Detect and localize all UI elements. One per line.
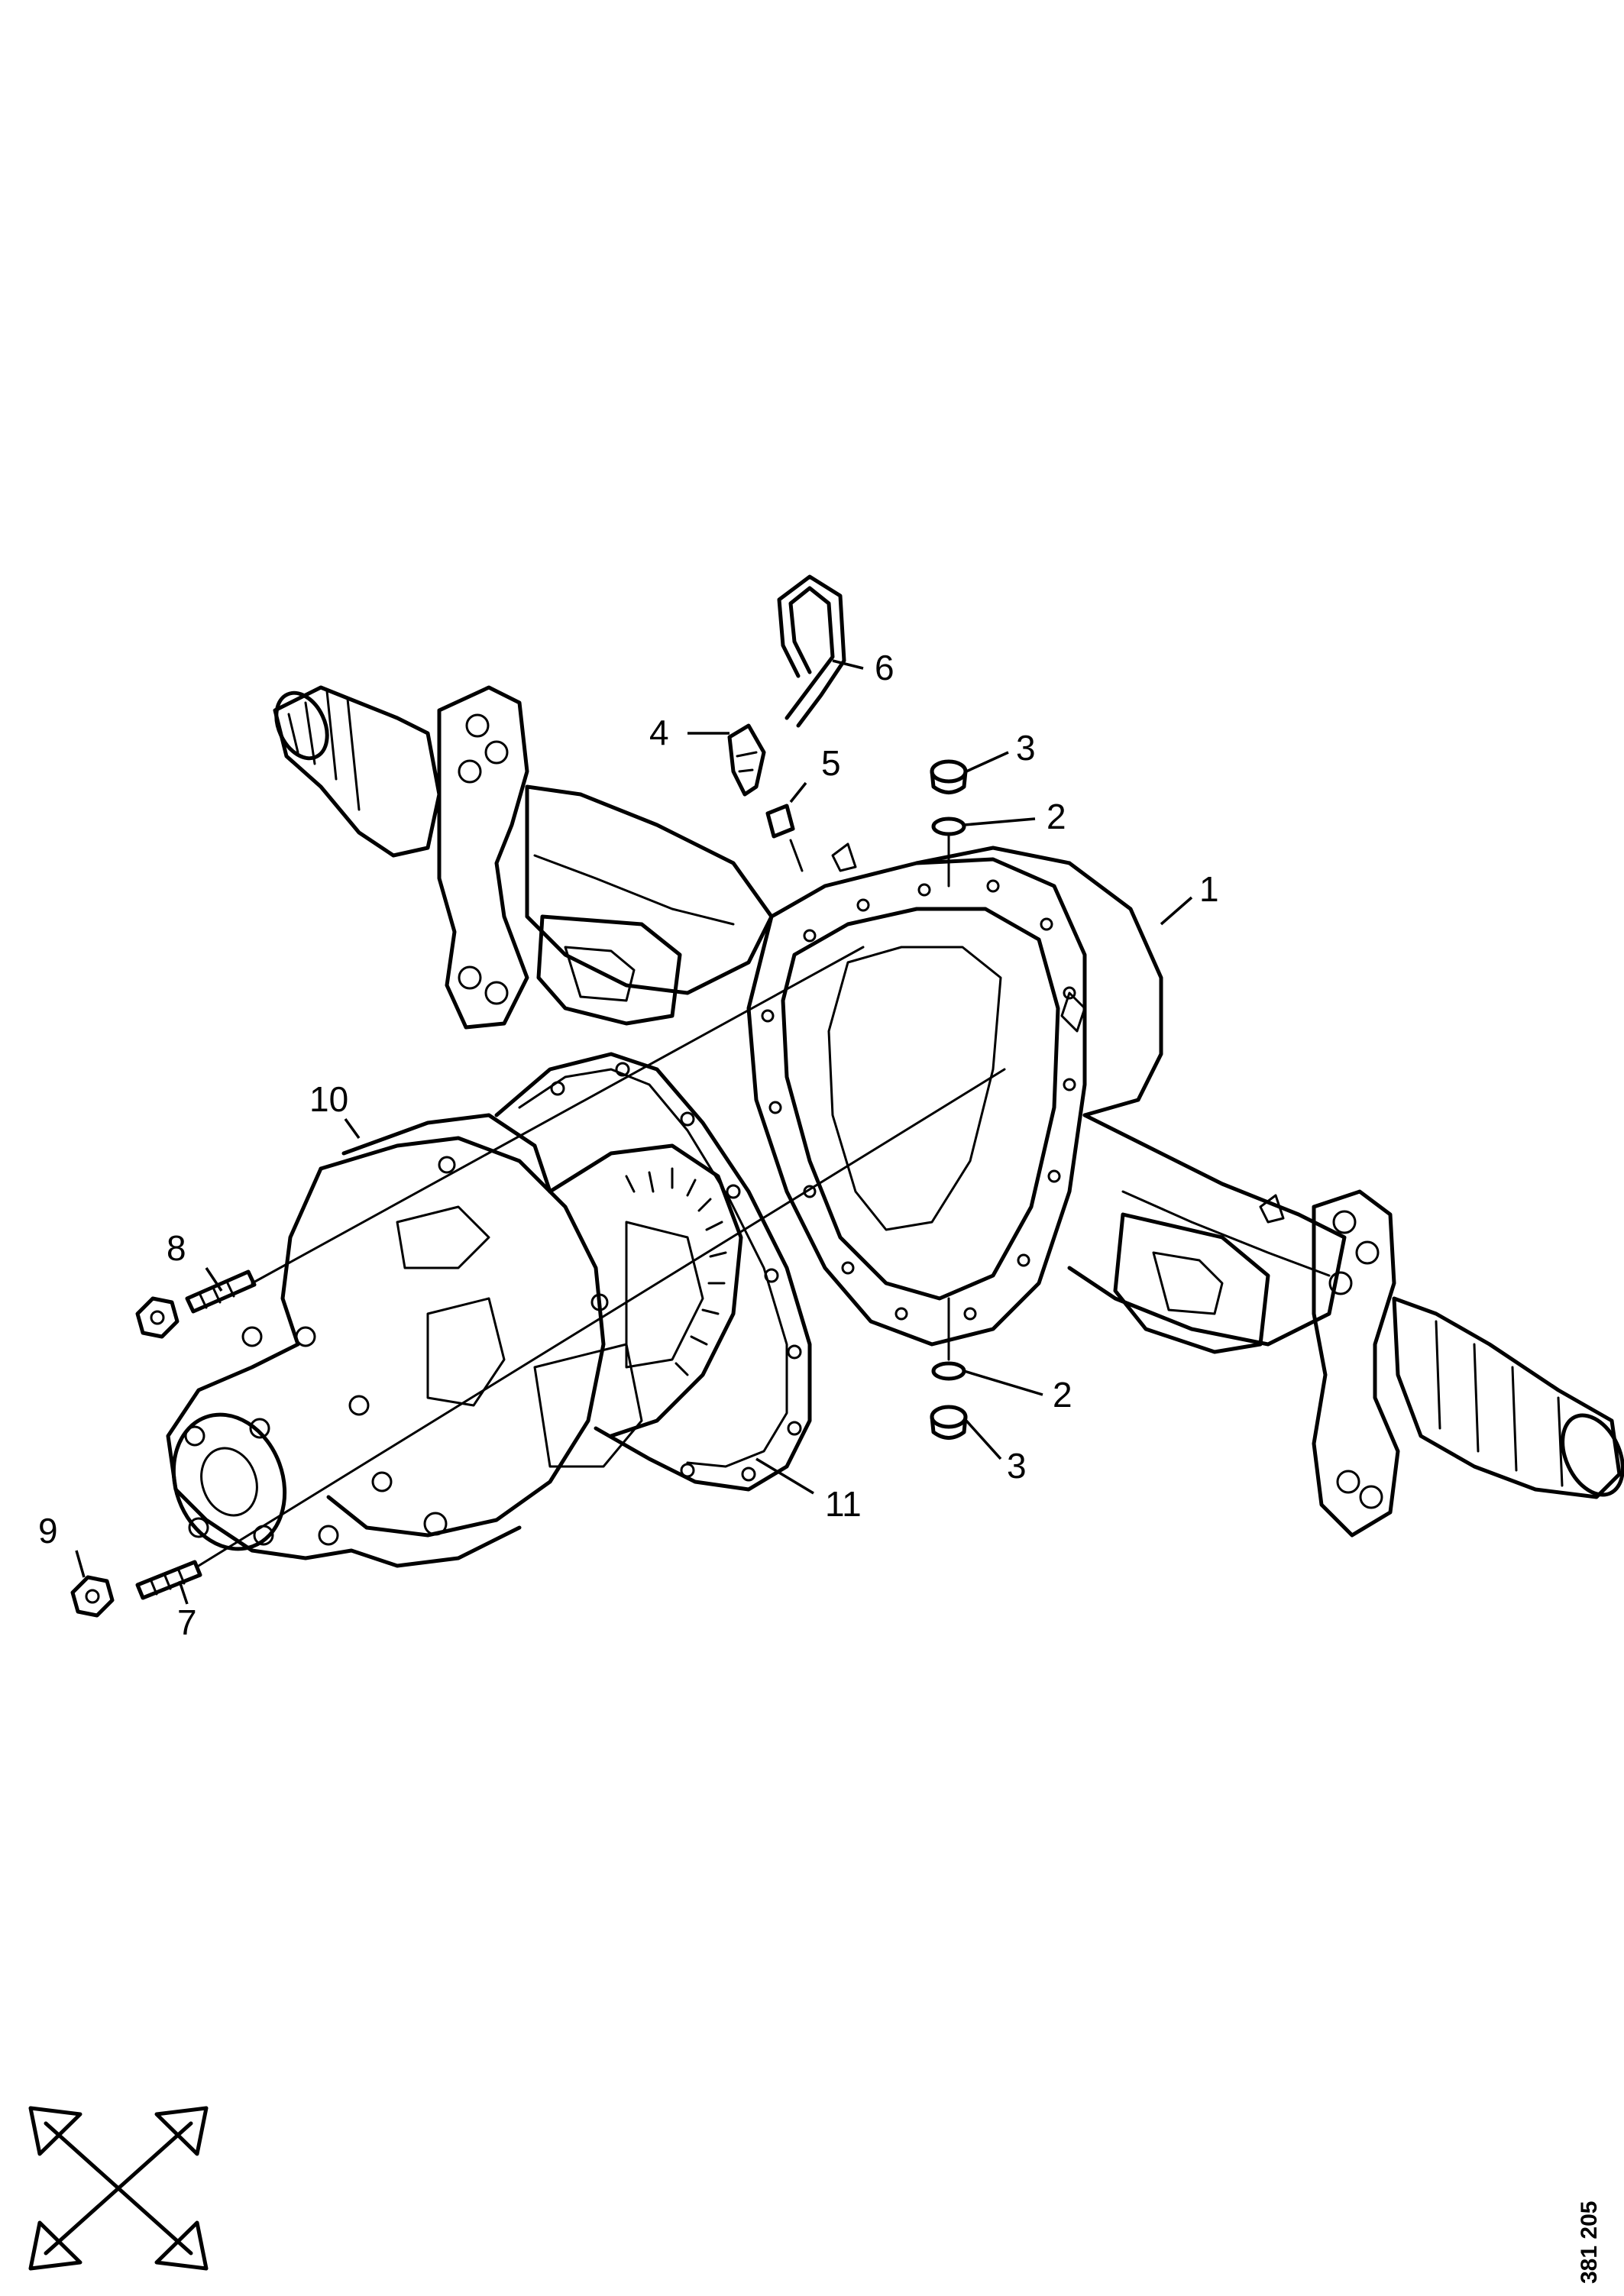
plug-lower	[930, 1405, 968, 1440]
breather-hose	[777, 574, 846, 728]
callout-labels: 1 2 2 3 3 4 5 6 7 8 9 10 11	[38, 648, 1219, 1642]
axle-housing	[273, 685, 1624, 1538]
callout-1: 1	[1199, 869, 1219, 909]
callout-2-lower: 2	[1053, 1375, 1072, 1415]
callout-3-upper: 3	[1016, 728, 1036, 768]
cross-arrows-icon	[28, 2106, 209, 2271]
callout-11: 11	[825, 1484, 862, 1524]
assembly-lines	[197, 946, 1006, 1567]
callout-7: 7	[177, 1602, 197, 1642]
breather-valve	[727, 723, 766, 797]
callout-6: 6	[875, 648, 894, 687]
callout-3-lower: 3	[1007, 1446, 1027, 1486]
callout-8: 8	[167, 1228, 186, 1268]
breather-adapter	[765, 804, 804, 872]
callout-9: 9	[38, 1511, 58, 1551]
reference-number: 381 205	[1577, 2201, 1602, 2284]
stud-upper	[185, 1269, 257, 1314]
banjo-bolt-holes	[761, 879, 1076, 1321]
plug-upper	[930, 759, 968, 794]
differential-carrier	[166, 1113, 743, 1568]
callout-10: 10	[309, 1079, 348, 1119]
callout-5: 5	[821, 743, 841, 783]
nut-upper	[135, 1296, 180, 1339]
callout-2-upper: 2	[1047, 797, 1066, 836]
leader-lines	[75, 659, 1193, 1605]
stud-lower	[135, 1560, 202, 1600]
nut-lower	[70, 1575, 115, 1618]
gasket	[494, 1052, 812, 1492]
callout-4: 4	[649, 713, 669, 752]
seal-ring-upper	[931, 817, 966, 888]
